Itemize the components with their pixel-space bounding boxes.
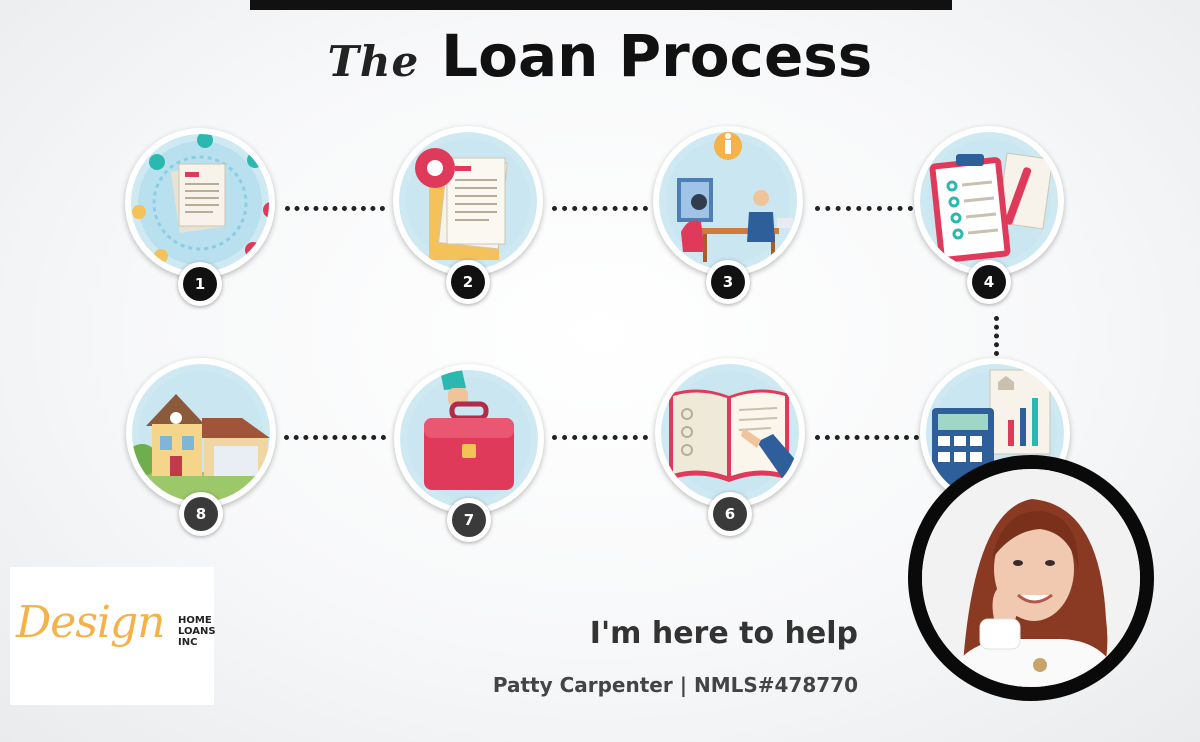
connector-4-5: [994, 316, 999, 356]
profile-photo: [908, 455, 1154, 701]
company-logo: Design HOME LOANS INC: [10, 567, 216, 705]
top-bar: [250, 0, 952, 10]
step-7: 7: [394, 364, 544, 542]
logo-wordmark: HOME LOANS INC: [178, 615, 216, 648]
step-1: 1: [125, 128, 275, 306]
step-2: 2: [393, 126, 543, 304]
step-3: 3: [653, 126, 803, 304]
step-badge-6: 6: [708, 492, 752, 536]
page-title: The Loan Process: [0, 22, 1200, 90]
title-script: The: [327, 37, 420, 86]
step-badge-4: 4: [967, 260, 1011, 304]
title-main: Loan Process: [441, 22, 873, 90]
open-book-icon: [668, 371, 799, 495]
docs-folder-gear-icon: [406, 139, 530, 263]
step-badge-7: 7: [447, 498, 491, 542]
documents-checklist-icon: [132, 134, 269, 265]
tagline: I'm here to help: [589, 616, 858, 651]
step-badge-3: 3: [706, 260, 750, 304]
consultation-meeting-icon: [666, 132, 793, 263]
connector-5-6: [815, 435, 919, 440]
step-badge-1: 1: [178, 262, 222, 306]
step-8: 8: [126, 358, 276, 536]
clipboard-checklist-icon: [927, 139, 1054, 263]
step-4: 4: [914, 126, 1064, 304]
connector-3-4: [815, 206, 913, 211]
step-badge-8: 8: [179, 492, 223, 536]
connector-1-2: [285, 206, 385, 211]
portrait-illustration: [922, 469, 1140, 687]
briefcase-icon: [407, 370, 531, 501]
step-badge-2: 2: [446, 260, 490, 304]
connector-7-8: [284, 435, 386, 440]
logo-script: Design: [16, 597, 165, 648]
contact-name-nmls: Patty Carpenter | NMLS#478770: [492, 673, 858, 697]
connector-2-3: [552, 206, 648, 211]
step-6: 6: [655, 358, 805, 536]
house-icon: [132, 371, 270, 502]
connector-6-7: [552, 435, 648, 440]
